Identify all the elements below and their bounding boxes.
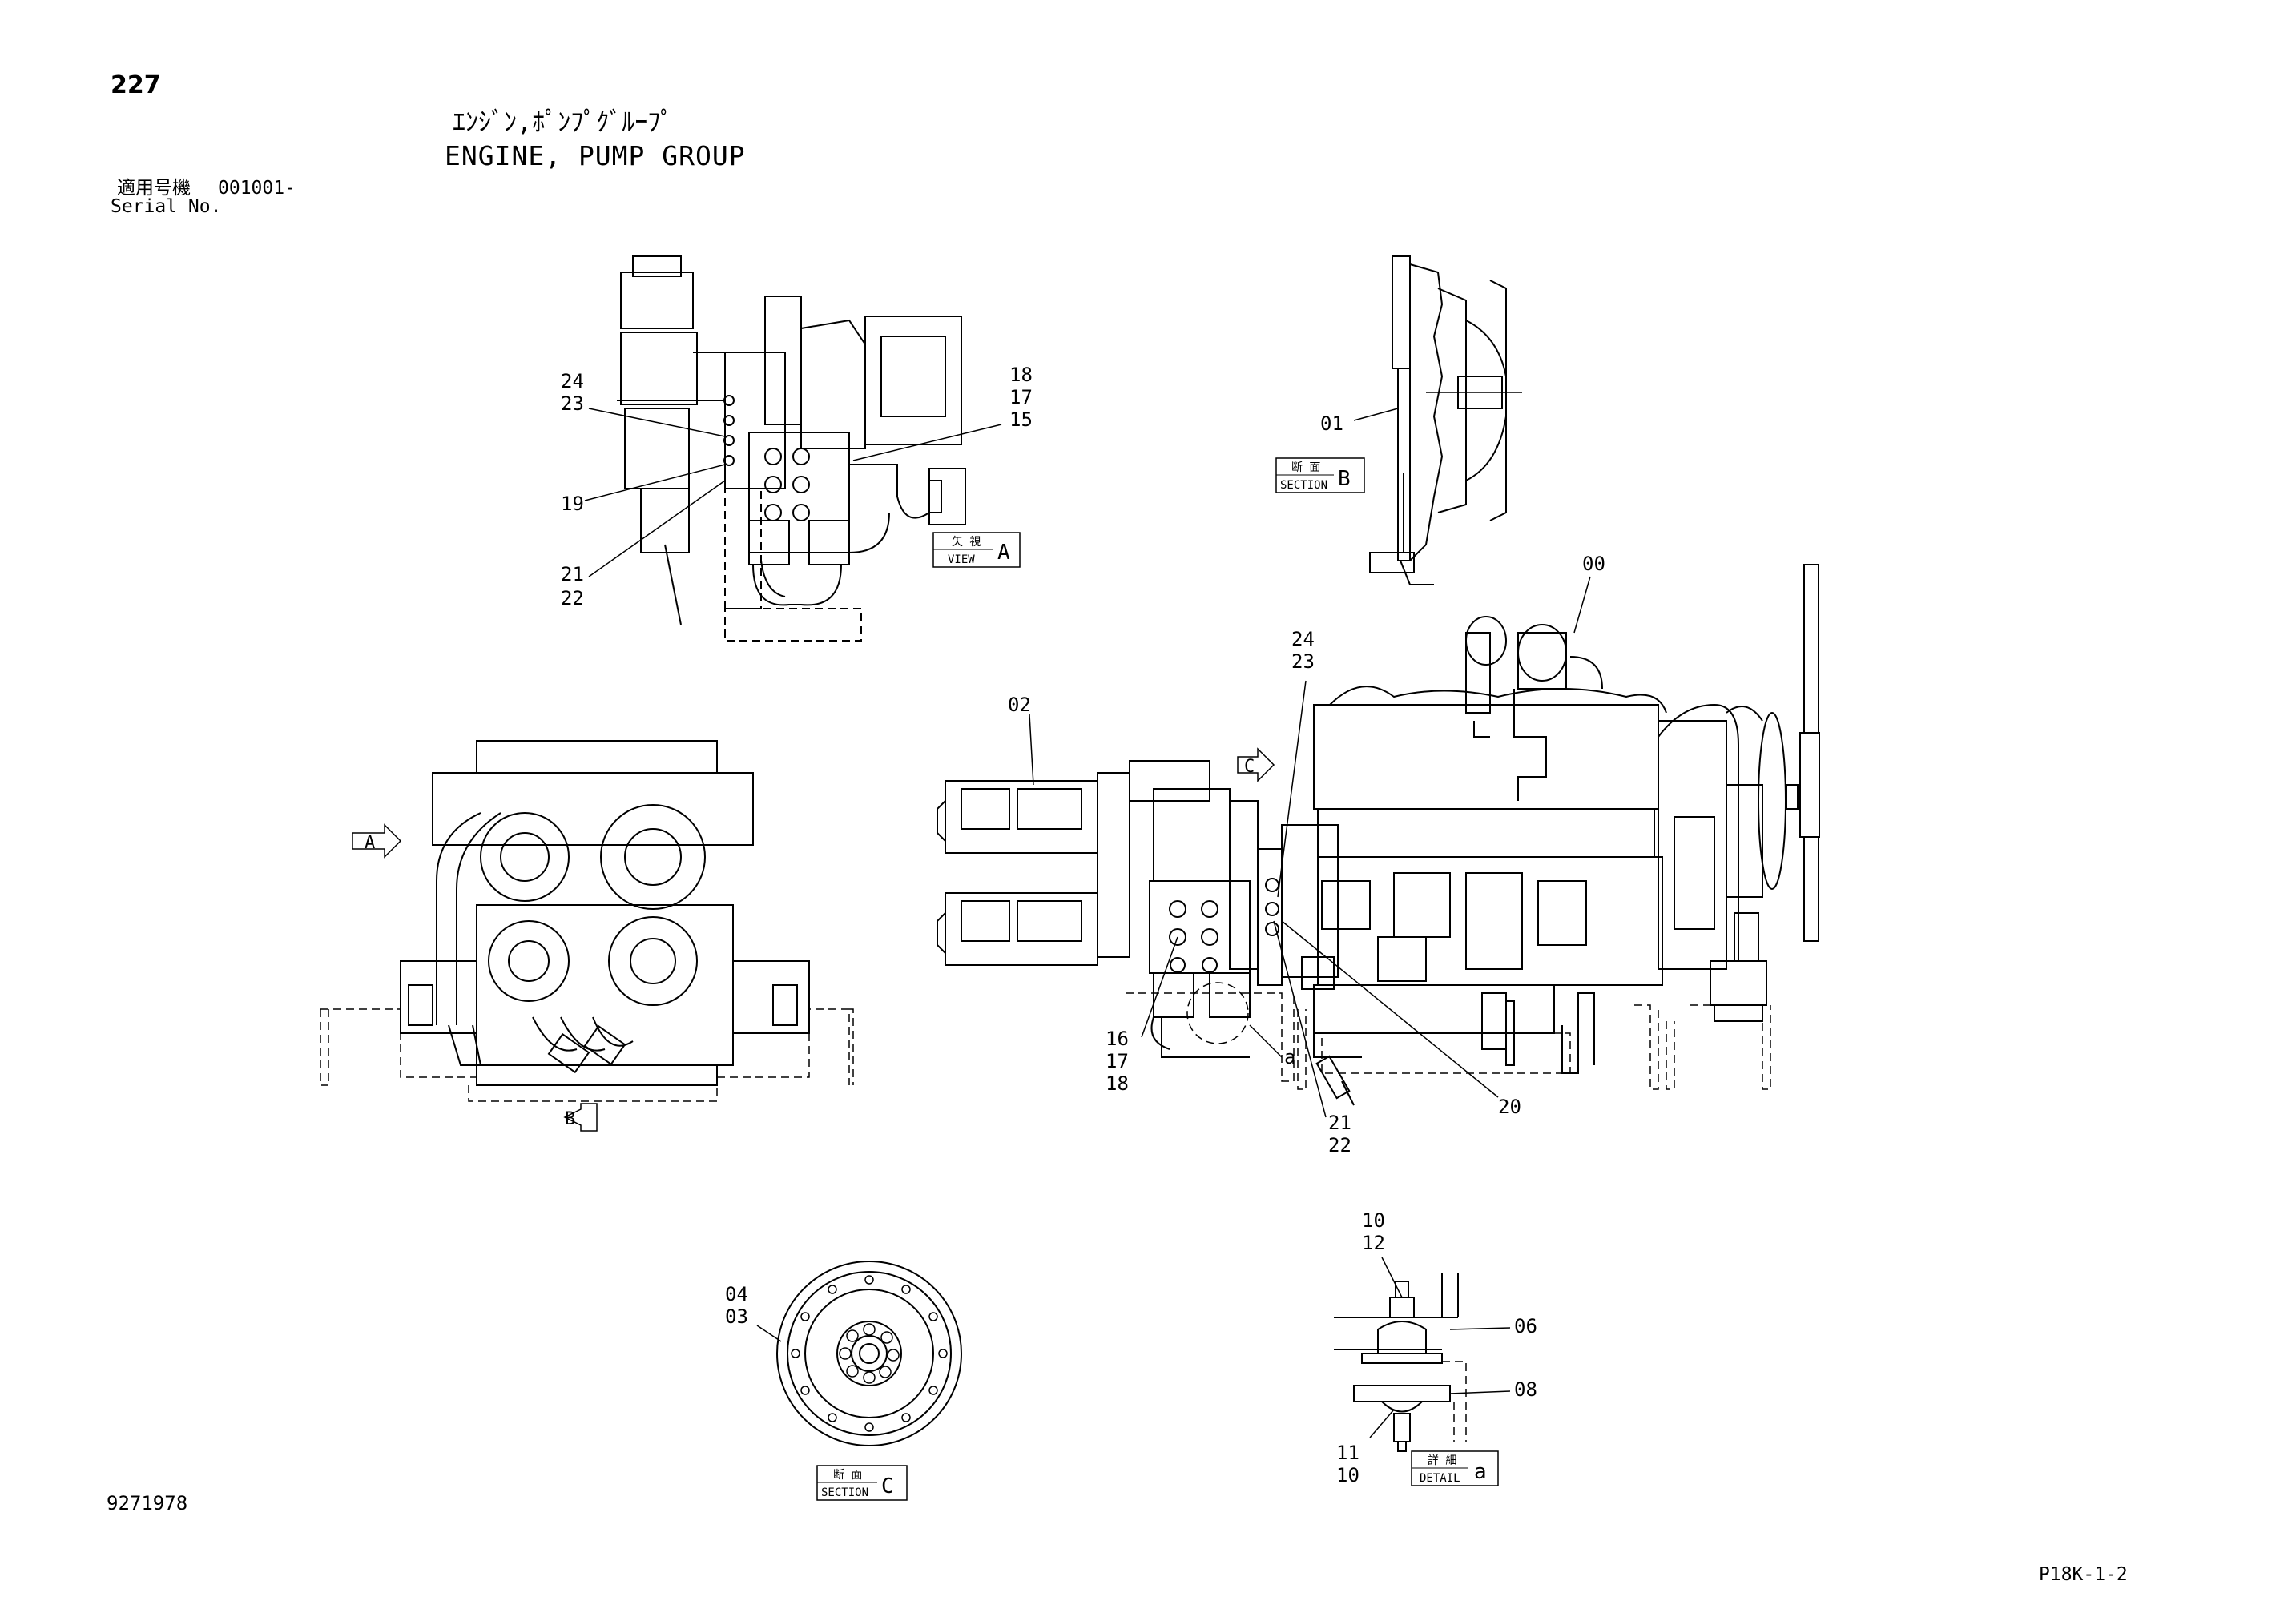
section-b-label-letter: B — [1338, 467, 1351, 491]
section-b-leader — [1353, 408, 1399, 421]
callout-11: 11 — [1336, 1442, 1359, 1464]
page-number: 227 — [111, 71, 161, 99]
detail-a-label-box: 詳 細 DETAIL a — [1411, 1450, 1499, 1486]
callout-03: 03 — [725, 1305, 748, 1328]
title-japanese: ｴﾝｼﾞﾝ,ﾎﾟﾝﾌﾟｸﾞﾙｰﾌﾟ — [453, 107, 674, 137]
detail-a-label-en: DETAIL — [1420, 1472, 1460, 1485]
detail-a-label-jp: 詳 細 — [1428, 1454, 1456, 1467]
callout-20: 20 — [1498, 1096, 1521, 1118]
view-a-illustration — [617, 255, 966, 642]
callout-17: 17 — [1009, 386, 1033, 408]
front-view-illustration — [400, 740, 810, 1086]
callout-24-main: 24 — [1291, 628, 1315, 650]
section-c-label-letter: C — [881, 1474, 894, 1498]
arrow-marker-a: A — [352, 823, 402, 859]
callout-15: 15 — [1009, 408, 1033, 431]
callout-22: 22 — [561, 587, 584, 609]
callout-16: 16 — [1106, 1028, 1129, 1050]
view-a-leader-lines — [584, 408, 1002, 577]
callout-22-main: 22 — [1328, 1134, 1351, 1156]
callout-18-main: 18 — [1106, 1072, 1129, 1095]
view-a-label-jp: 矢 視 — [952, 536, 981, 549]
arrow-marker-b-letter: B — [565, 1109, 575, 1129]
callout-23: 23 — [561, 392, 584, 415]
detail-a-frame-dashed — [1442, 1361, 1467, 1442]
section-b-label-jp: 断 面 — [1291, 461, 1320, 474]
callout-00: 00 — [1582, 553, 1605, 575]
callout-19: 19 — [561, 493, 584, 515]
callout-18: 18 — [1009, 364, 1033, 386]
callout-01: 01 — [1320, 412, 1343, 435]
detail-a-illustration — [1334, 1273, 1459, 1452]
view-a-label-en: VIEW — [948, 553, 975, 566]
section-c-label-en: SECTION — [821, 1486, 868, 1499]
drawing-number: 9271978 — [107, 1492, 188, 1514]
arrow-marker-c: C — [1237, 747, 1275, 782]
detail-a-leader-lines — [1369, 1257, 1511, 1438]
view-a-label-letter: A — [997, 541, 1010, 565]
main-leader-lines — [1029, 576, 1591, 1118]
section-c-illustration — [776, 1261, 962, 1446]
section-b-label-en: SECTION — [1280, 479, 1327, 492]
callout-06: 06 — [1514, 1315, 1537, 1337]
main-frame-dashed — [1126, 982, 1771, 1090]
section-c-leader — [756, 1325, 782, 1342]
detail-a-label-letter: a — [1474, 1460, 1487, 1484]
callout-21-main: 21 — [1328, 1112, 1351, 1134]
callout-10-top: 10 — [1362, 1209, 1385, 1232]
serial-label-japanese: 適用号機 — [117, 178, 191, 199]
callout-12: 12 — [1362, 1232, 1385, 1254]
section-c-label-jp: 断 面 — [833, 1469, 862, 1482]
page-code: P18K-1-2 — [2039, 1564, 2128, 1585]
arrow-marker-b: B — [563, 1103, 598, 1132]
callout-21: 21 — [561, 563, 584, 585]
main-side-view-illustration — [937, 564, 1820, 1074]
callout-08: 08 — [1514, 1378, 1537, 1401]
section-b-illustration — [1369, 255, 1522, 585]
callout-24: 24 — [561, 370, 584, 392]
callout-04: 04 — [725, 1283, 748, 1305]
arrow-marker-a-letter: A — [365, 833, 375, 853]
sensor-part-detail — [1315, 1055, 1355, 1106]
arrow-marker-c-letter: C — [1244, 757, 1255, 777]
serial-number-value: 001001- — [218, 178, 296, 199]
callout-10-bottom: 10 — [1336, 1464, 1359, 1486]
callout-a: a — [1284, 1046, 1295, 1068]
callout-23-main: 23 — [1291, 650, 1315, 673]
serial-label: Serial No. — [111, 196, 222, 217]
section-c-label-box: 断 面 SECTION C — [816, 1465, 908, 1501]
section-b-label-box: 断 面 SECTION B — [1275, 457, 1365, 493]
view-a-label-box: 矢 視 VIEW A — [932, 532, 1021, 568]
callout-17-main: 17 — [1106, 1050, 1129, 1072]
page-title: ENGINE, PUMP GROUP — [445, 140, 746, 171]
callout-02: 02 — [1008, 694, 1031, 716]
front-view-frame-dashed — [320, 1008, 854, 1102]
